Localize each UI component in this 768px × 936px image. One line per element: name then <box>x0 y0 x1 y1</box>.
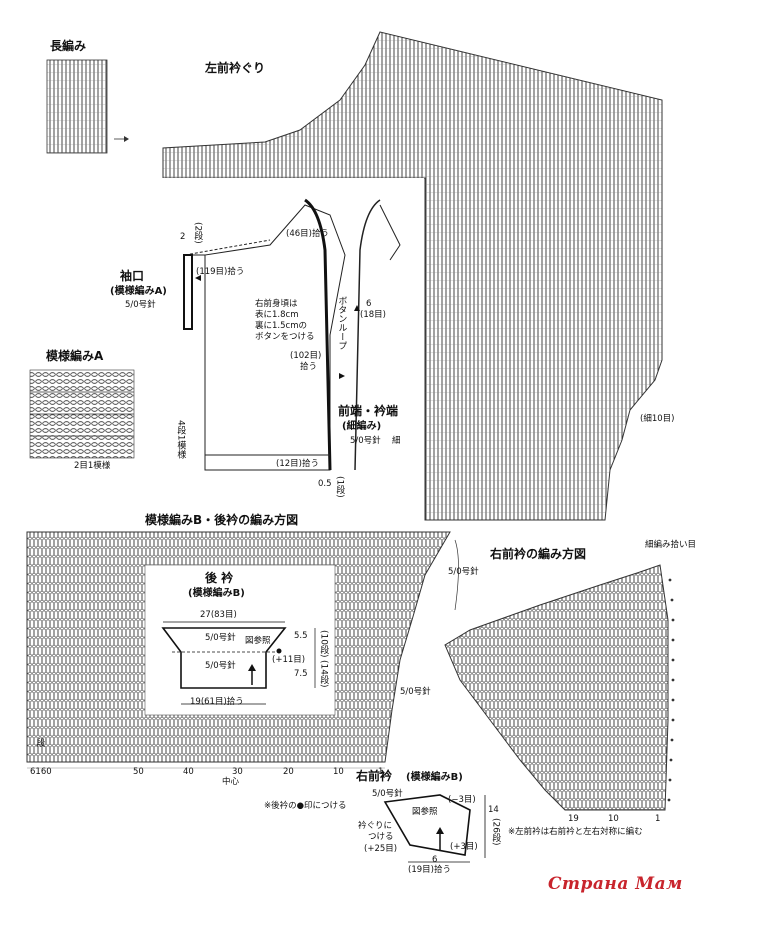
back-collar-bottom: 19(61目)拾う <box>190 697 244 707</box>
right-scale-tick-1: 10 <box>608 814 619 824</box>
button-note-1: 右前身頃は <box>255 299 298 309</box>
button-note-2: 表に1.8cm <box>255 310 299 320</box>
back-collar-inc: (+11目) <box>272 655 306 665</box>
scale-tick-1: 50 <box>133 767 144 777</box>
button-note-3: 裏に1.5cmの <box>255 321 307 331</box>
left-front-note: ※左前衿は右前衿と左右対称に編む <box>508 827 643 837</box>
center-label: 中心 <box>222 777 240 787</box>
back-note: ※後衿の●印につける <box>264 801 347 811</box>
band-width: 6 <box>366 299 372 309</box>
brace-right <box>454 539 459 611</box>
right-collar-inc-right: (+3目) <box>450 842 478 852</box>
side-stitches: (102目) <box>290 351 322 361</box>
scale-tick-0: 6160 <box>30 767 52 777</box>
right-front-title: 右前衿の編み方図 <box>490 547 587 561</box>
scale-tick-6: 1 <box>378 767 384 777</box>
pattern-a-rows <box>30 391 134 437</box>
right-collar-up-arrow-icon <box>436 827 444 850</box>
band-stitches: (18目) <box>360 310 386 320</box>
watermark: Страна Мам <box>548 874 683 894</box>
cuff-height-rows: (2段) <box>192 222 203 244</box>
back-collar-hook-1: 5/0号針 <box>205 633 236 643</box>
front-band-rows: 細 <box>392 436 401 446</box>
body-stitches-top: (46目)拾う <box>286 229 329 239</box>
cuff-subtitle: (模様編みA) <box>110 286 167 297</box>
back-collar-box <box>144 564 336 716</box>
scale-tick-2: 40 <box>183 767 194 777</box>
cuff-arrow-icon <box>195 275 201 281</box>
right-collar-dec: (−3目) <box>448 795 476 805</box>
long-stitch-title: 長編み <box>50 39 87 53</box>
back-collar-schematic <box>161 627 287 689</box>
scale-tick-3: 30 <box>232 767 243 777</box>
back-collar-subtitle: (模様編みB) <box>188 588 245 599</box>
hook-b-1: 5/0号針 <box>448 567 479 577</box>
cuff-height: 2 <box>180 232 186 242</box>
schematic-box <box>132 178 424 513</box>
right-collar-h: 14 <box>488 805 499 815</box>
slip-stitch: (細10目) <box>640 414 675 424</box>
back-collar-up-arrow-icon <box>248 664 256 685</box>
right-collar-subtitle: (模様編みB) <box>406 772 463 783</box>
right-collar-schematic <box>383 794 471 856</box>
right-collar-h-rows: (26段) <box>490 818 501 846</box>
scale-tick-4: 20 <box>283 767 294 777</box>
right-scale-tick-0: 19 <box>568 814 579 824</box>
garment-schematic <box>184 198 401 471</box>
band-arrow-icon <box>339 373 345 379</box>
button-note-4: ボタンをつける <box>255 332 315 342</box>
back-collar-h2: 7.5 <box>294 669 308 679</box>
band-up-arrow-icon <box>354 305 360 311</box>
right-collar-w: 6 <box>432 855 438 865</box>
left-front-body-grid <box>162 31 663 521</box>
back-collar-title: 後 衿 <box>205 571 234 585</box>
back-collar-h1-rows: (10段) <box>318 630 329 658</box>
start-mark: 段 <box>34 738 45 747</box>
front-band-title: 前端・衿端 <box>338 404 399 418</box>
hem-stitches: (12目)拾う <box>276 459 319 469</box>
long-stitch-swatch <box>46 59 108 154</box>
button-loop: ボタンループ <box>336 296 347 350</box>
right-collar-title: 右前衿 <box>356 769 393 783</box>
right-collar-inc-left: (+25目) <box>364 844 398 854</box>
right-front-edge-dots <box>667 578 675 802</box>
front-band-subtitle: (細編み) <box>342 421 382 432</box>
swatch-arrow-icon <box>114 136 129 142</box>
right-collar-attach-2: つける <box>368 832 394 842</box>
cuff-hook: 5/0号針 <box>125 300 156 310</box>
front-band-hook: 5/0号針 <box>350 436 381 446</box>
pattern-a-title: 模様編みA <box>46 349 104 363</box>
back-collar-h2-rows: (14段) <box>318 660 329 688</box>
pattern-b-title: 模様編みB・後衿の編み方図 <box>145 513 299 527</box>
left-front-neckline-title: 左前衿ぐり <box>205 61 266 75</box>
right-collar-hook: 5/0号針 <box>372 789 403 799</box>
side-pick: 拾う <box>300 362 318 372</box>
right-collar-w-pick: (19目)拾う <box>408 865 451 875</box>
pattern-a-note: 4段1模様 <box>175 420 186 459</box>
pattern-a-repeat: 2目1模様 <box>74 461 111 471</box>
cuff-title: 袖口 <box>120 269 145 283</box>
cuff-strip <box>183 254 193 330</box>
back-collar-h1: 5.5 <box>294 631 308 641</box>
back-collar-ref: 図参照 <box>245 636 271 646</box>
hem-height: 0.5 <box>318 479 332 489</box>
right-front-dec: 細編み拾い目 <box>645 540 697 550</box>
right-scale-tick-2: 1 <box>655 814 661 824</box>
hem-rows: (1段) <box>334 476 345 498</box>
right-collar-ref: 図参照 <box>412 807 438 817</box>
hook-b-2: 5/0号針 <box>400 687 431 697</box>
back-collar-top: 27(83目) <box>200 610 237 620</box>
right-front-collar-grid <box>444 564 669 811</box>
dot-marker-icon <box>276 648 282 654</box>
cuff-stitches: (119目)拾う <box>196 267 245 277</box>
back-collar-hook-2: 5/0号針 <box>205 661 236 671</box>
scale-tick-5: 10 <box>333 767 344 777</box>
right-collar-attach-1: 衿ぐりに <box>358 821 393 831</box>
